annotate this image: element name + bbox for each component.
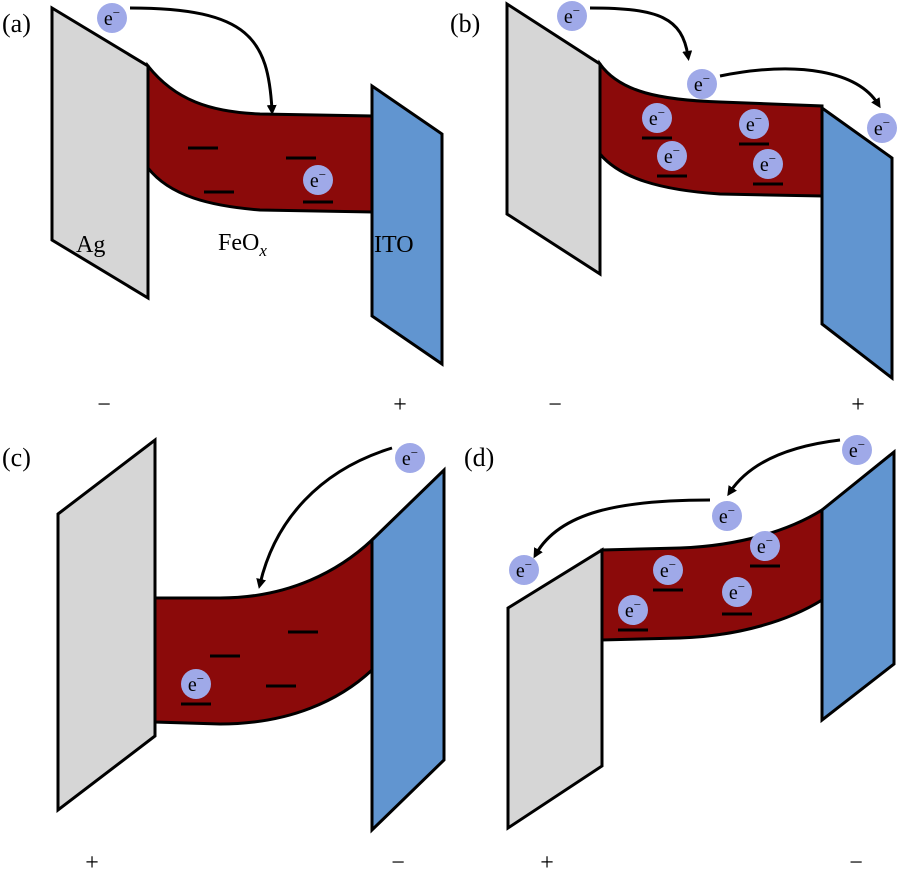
trapped-electron: e− — [657, 141, 687, 178]
panel-a-label: (a) — [2, 9, 31, 38]
panel-d-label: (d) — [464, 443, 494, 472]
right-polarity: + — [393, 392, 407, 418]
ag-label: Ag — [76, 232, 105, 258]
left-polarity: + — [85, 850, 99, 874]
electron-label: e− — [564, 3, 580, 28]
panel-b-label: (b) — [450, 9, 480, 38]
left-polarity: + — [540, 850, 554, 874]
panel-a: (a) e− e− Ag FeOx ITO − + — [2, 3, 444, 418]
electron-circle — [618, 595, 648, 625]
injected-electron: e− — [97, 3, 127, 33]
hopping-electron: e− — [687, 69, 717, 99]
electron-circle — [722, 577, 752, 607]
electron-circle — [642, 103, 672, 133]
electron-label: e− — [402, 445, 418, 470]
ito-electrode — [820, 105, 894, 382]
feox-layer — [146, 61, 374, 214]
hopping-electron: e− — [712, 501, 742, 531]
electron-path-arrow — [533, 498, 711, 559]
electron-label: e− — [188, 671, 204, 696]
electron-circle — [867, 113, 897, 143]
electron-circle — [750, 531, 780, 561]
panel-d: (d) e− e− e− e− e− — [464, 435, 896, 874]
ito-electrode — [370, 83, 444, 367]
electron-path-arrow — [256, 446, 393, 589]
electron-label: e− — [664, 143, 680, 168]
panel-c-label: (c) — [2, 443, 31, 472]
extracted-electron: e− — [509, 555, 539, 585]
trapped-electron: e− — [303, 165, 333, 204]
trapped-electron: e− — [642, 103, 672, 140]
trapped-electron: e− — [181, 669, 211, 706]
panel-c: (c) e− e− + − — [2, 436, 446, 874]
trapped-electron: e− — [739, 109, 769, 146]
electron-circle — [753, 149, 783, 179]
feox-label: FeOx — [218, 230, 267, 260]
electron-circle — [97, 3, 127, 33]
trapped-electron: e− — [750, 531, 780, 568]
electron-label: e− — [719, 503, 735, 528]
ito-electrode — [370, 466, 446, 834]
electron-circle — [395, 443, 425, 473]
electron-label: e− — [104, 5, 120, 30]
electron-path-arrow — [719, 67, 881, 109]
electron-label: e− — [660, 557, 676, 582]
left-polarity: − — [97, 392, 111, 418]
ag-electrode — [506, 547, 604, 831]
electron-label: e− — [874, 115, 890, 140]
injected-electron: e− — [557, 1, 587, 31]
electron-label: e− — [625, 597, 641, 622]
electron-label: e− — [694, 71, 710, 96]
electron-label: e− — [310, 167, 326, 192]
electron-path-arrow — [727, 438, 841, 497]
right-polarity: − — [849, 850, 863, 874]
electron-circle — [303, 165, 333, 195]
electron-circle — [557, 1, 587, 31]
electron-label: e− — [516, 557, 532, 582]
ito-label: ITO — [374, 232, 414, 258]
electron-label: e− — [760, 151, 776, 176]
electron-label: e− — [746, 111, 762, 136]
trapped-electron: e− — [618, 595, 648, 632]
trapped-electron: e− — [653, 555, 683, 592]
injected-electron: e− — [842, 435, 872, 465]
electron-label: e− — [729, 579, 745, 604]
electron-path-arrow — [589, 6, 693, 61]
injected-electron: e− — [395, 443, 425, 473]
electron-circle — [842, 435, 872, 465]
right-polarity: − — [391, 850, 405, 874]
electron-circle — [653, 555, 683, 585]
ag-electrode — [50, 5, 150, 301]
ag-electrode — [505, 1, 602, 277]
electron-circle — [181, 669, 211, 699]
ag-electrode — [56, 436, 157, 814]
trapped-electron: e− — [753, 149, 783, 186]
electron-circle — [712, 501, 742, 531]
left-polarity: − — [548, 392, 562, 418]
electron-circle — [657, 141, 687, 171]
electron-path-arrow — [129, 6, 277, 115]
electron-label: e− — [849, 437, 865, 462]
electron-label: e− — [757, 533, 773, 558]
electron-circle — [739, 109, 769, 139]
right-polarity: + — [851, 392, 865, 418]
electron-circle — [509, 555, 539, 585]
electron-label: e− — [649, 105, 665, 130]
electron-circle — [687, 69, 717, 99]
ito-electrode — [820, 448, 896, 724]
panel-b: (b) e− e− e− e− e− — [450, 1, 897, 418]
extracted-electron: e− — [867, 113, 897, 143]
trapped-electron: e− — [722, 577, 752, 616]
